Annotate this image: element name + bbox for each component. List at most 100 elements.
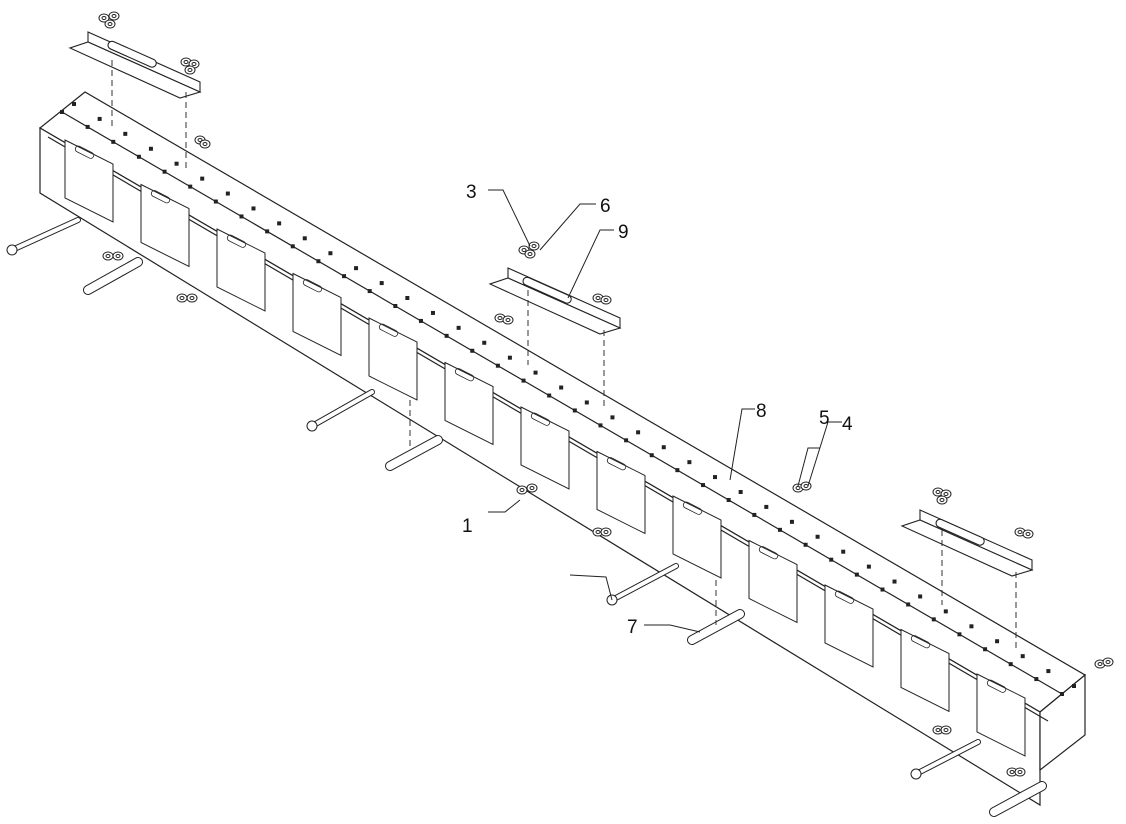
beam-hole <box>200 176 205 181</box>
window-slot <box>150 190 171 204</box>
beam-hole <box>521 378 526 383</box>
beam-hole <box>97 116 102 121</box>
beam-hole <box>1034 677 1039 682</box>
beam-hole <box>174 161 179 166</box>
mounting-bracket-right <box>900 509 1034 577</box>
washer <box>102 251 114 261</box>
washer <box>936 495 948 505</box>
beam-hole <box>265 229 270 234</box>
washer-hole <box>795 486 801 490</box>
pin <box>989 781 1047 817</box>
washer-hole <box>187 68 193 72</box>
washer-hole <box>1017 770 1023 774</box>
washer-hole <box>202 142 208 146</box>
beam-hole <box>726 498 731 502</box>
washer <box>502 315 514 325</box>
beam-hole <box>444 333 449 338</box>
washer <box>108 11 120 21</box>
beam-hole <box>854 572 859 577</box>
washer <box>176 293 188 303</box>
beam-window <box>216 228 266 312</box>
pin <box>385 435 443 471</box>
washer-hole <box>179 296 185 300</box>
beam-hole <box>687 460 692 465</box>
beam-hole <box>701 483 706 488</box>
washer-hole <box>111 14 117 18</box>
washer-hole <box>521 248 527 252</box>
washer-hole <box>107 22 113 26</box>
beam-hole <box>815 534 820 539</box>
washer-hole <box>939 498 945 502</box>
beam-hole <box>470 348 475 353</box>
washer-hole <box>197 138 203 142</box>
beam-hole <box>661 445 666 450</box>
beam-hole <box>738 490 743 494</box>
pin-fill <box>386 436 442 470</box>
washer-hole <box>105 254 111 258</box>
hardware <box>6 11 1114 817</box>
pin <box>687 609 745 645</box>
beam-hole <box>162 169 167 174</box>
window-slot <box>454 368 475 382</box>
beam-window <box>596 450 646 535</box>
beam-window <box>64 139 114 223</box>
bolt-shaft-fill <box>310 390 374 428</box>
beam-hole <box>906 602 911 607</box>
beam-hole <box>123 131 128 136</box>
washer <box>600 527 612 537</box>
beam-hole <box>60 110 64 114</box>
washer-hole <box>531 244 537 248</box>
callout-label-9: 9 <box>618 222 629 243</box>
long-bolt <box>306 389 375 432</box>
washer <box>184 65 196 75</box>
beam-hole <box>239 214 244 219</box>
beam-hole <box>277 221 282 226</box>
long-bolt <box>606 563 679 606</box>
beam-hole <box>316 259 321 264</box>
callout-label-4: 4 <box>842 414 853 435</box>
washer <box>186 293 198 303</box>
callout-label-8: 8 <box>756 401 767 422</box>
washer-hole <box>1017 530 1023 534</box>
washer <box>600 295 612 305</box>
washer-hole <box>1105 660 1111 664</box>
beam-hole <box>880 587 885 592</box>
beam-hole <box>918 594 923 599</box>
beam-hole <box>803 542 808 547</box>
washer <box>526 483 538 493</box>
beam-hole <box>136 154 141 159</box>
pin-fill <box>688 610 744 644</box>
bolt-shaft-fill <box>610 564 678 602</box>
beam-hole <box>983 647 988 652</box>
washer <box>528 241 540 251</box>
window-slot <box>758 546 779 560</box>
washer <box>524 249 536 259</box>
washer-hole <box>595 530 601 534</box>
window-slot <box>910 635 931 649</box>
beam-hole <box>713 475 718 480</box>
beam-window <box>824 584 874 668</box>
pin <box>83 257 143 295</box>
washer-hole <box>505 318 511 322</box>
washer-hole <box>519 488 525 492</box>
washer-hole <box>943 492 949 496</box>
window-slot <box>530 412 551 426</box>
callout-label-1: 1 <box>462 516 473 537</box>
beam-hole <box>995 639 1000 644</box>
washer <box>940 725 952 735</box>
beam-hole <box>1060 692 1064 696</box>
beam-hole <box>547 393 552 398</box>
beam-hole <box>251 206 256 211</box>
beam-window <box>140 183 190 268</box>
beam-hole <box>342 274 347 279</box>
beam-hole <box>866 564 871 569</box>
beam-hole <box>495 363 500 368</box>
beam-hole <box>572 408 577 413</box>
beam-hole <box>72 102 76 106</box>
mounting-bracket-middle <box>488 267 622 335</box>
washer-hole <box>935 490 941 494</box>
beam-window <box>520 406 570 490</box>
callout-label-6: 6 <box>600 196 611 217</box>
beam-window <box>444 361 494 446</box>
